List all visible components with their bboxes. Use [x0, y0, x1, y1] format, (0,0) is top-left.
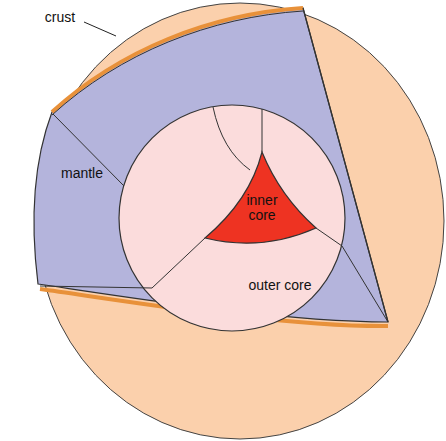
mantle-line	[40, 286, 152, 288]
outer-core-face	[119, 105, 345, 331]
layer-label: crust	[45, 10, 75, 25]
layer-label: mantle	[61, 166, 103, 181]
layer-label: outer core	[248, 278, 311, 293]
layer-label: inner core	[240, 193, 284, 224]
crust-top	[52, 8, 303, 112]
mantle-line	[53, 114, 124, 186]
leader-line	[84, 22, 116, 36]
inner-core-face	[205, 152, 316, 243]
crust-inner-line	[52, 11, 303, 115]
core-line	[262, 109, 263, 152]
mantle-line	[342, 246, 388, 322]
core-curve	[213, 107, 250, 170]
core-line	[152, 238, 205, 288]
core-line	[316, 228, 342, 246]
